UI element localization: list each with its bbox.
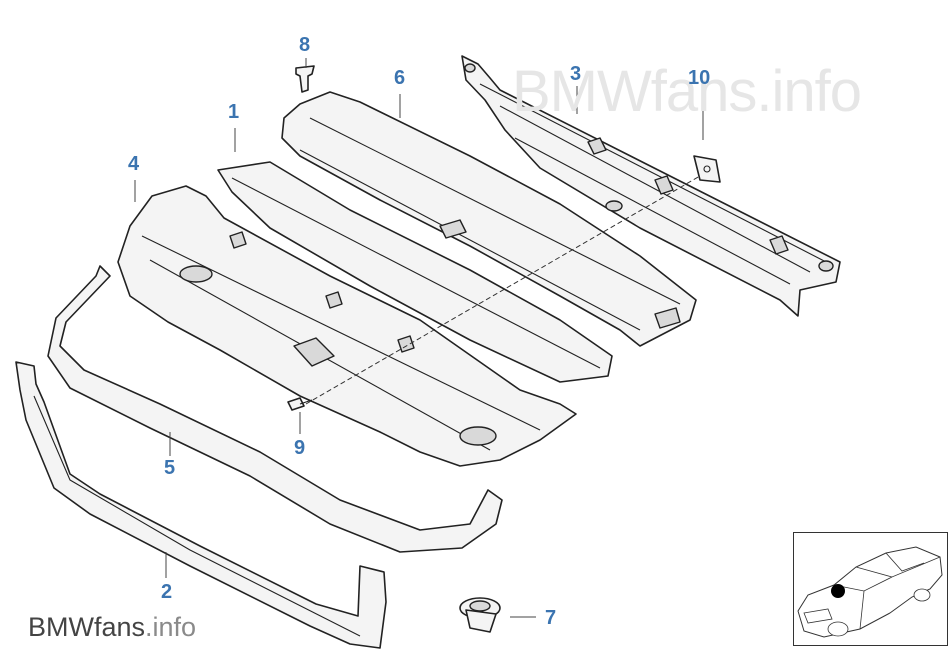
callout-5: 5 xyxy=(164,457,176,479)
watermark-brand: BMW xyxy=(28,612,94,642)
assembly-line xyxy=(305,175,701,405)
callout-9: 9 xyxy=(294,437,306,459)
part-2-strip xyxy=(15,361,387,649)
part-3-bracket xyxy=(461,55,841,317)
callout-4: 4 xyxy=(128,153,140,175)
callout-8: 8 xyxy=(299,34,311,56)
location-marker xyxy=(831,584,845,598)
part-9-screw xyxy=(287,397,313,411)
part-8-clip xyxy=(295,65,315,93)
watermark-small: BMWfans.info xyxy=(28,612,196,643)
leader-lines xyxy=(134,58,704,618)
part-6-cover xyxy=(281,91,697,347)
watermark-large: BMWfans.info xyxy=(512,59,862,124)
part-10-clip xyxy=(693,155,721,183)
watermark-suffix-dark: fans xyxy=(93,612,146,642)
callout-2: 2 xyxy=(161,581,173,603)
callout-7: 7 xyxy=(545,607,557,629)
part-7-grommet xyxy=(459,597,501,633)
part-1-seal-strip xyxy=(217,161,613,383)
part-5-gasket xyxy=(47,265,503,553)
car-location-icon xyxy=(797,546,943,638)
callout-10: 10 xyxy=(688,67,711,89)
callout-3: 3 xyxy=(570,63,582,85)
part-4-tray xyxy=(117,185,577,467)
callout-1: 1 xyxy=(228,101,240,123)
callout-6: 6 xyxy=(394,67,406,89)
car-location-inset xyxy=(793,532,948,646)
watermark-suffix-light: .info xyxy=(145,612,197,642)
